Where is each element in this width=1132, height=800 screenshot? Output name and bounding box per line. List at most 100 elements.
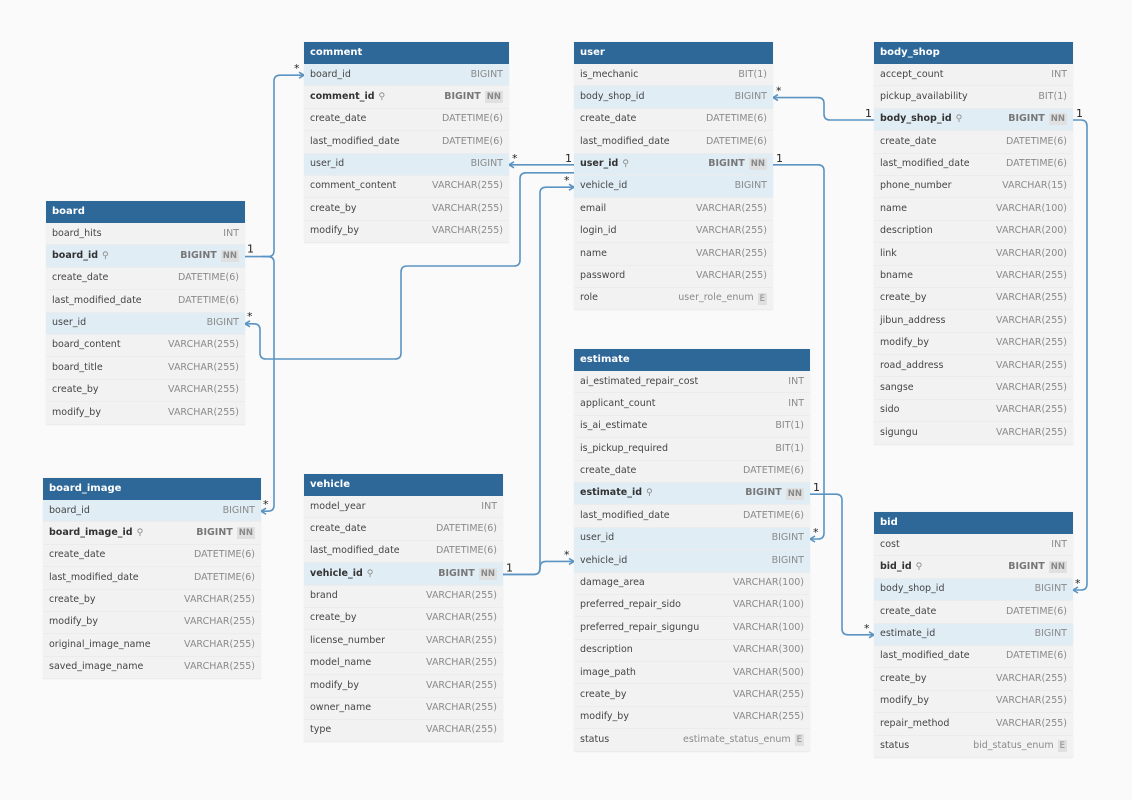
table-header[interactable]: comment — [304, 42, 509, 64]
table-header[interactable]: vehicle — [304, 474, 503, 496]
table-header[interactable]: bid — [874, 512, 1073, 534]
table-header[interactable]: estimate — [574, 349, 810, 371]
table-header[interactable]: body_shop — [874, 42, 1073, 64]
table-header[interactable]: board — [46, 201, 245, 223]
table-header[interactable]: user — [574, 42, 773, 64]
